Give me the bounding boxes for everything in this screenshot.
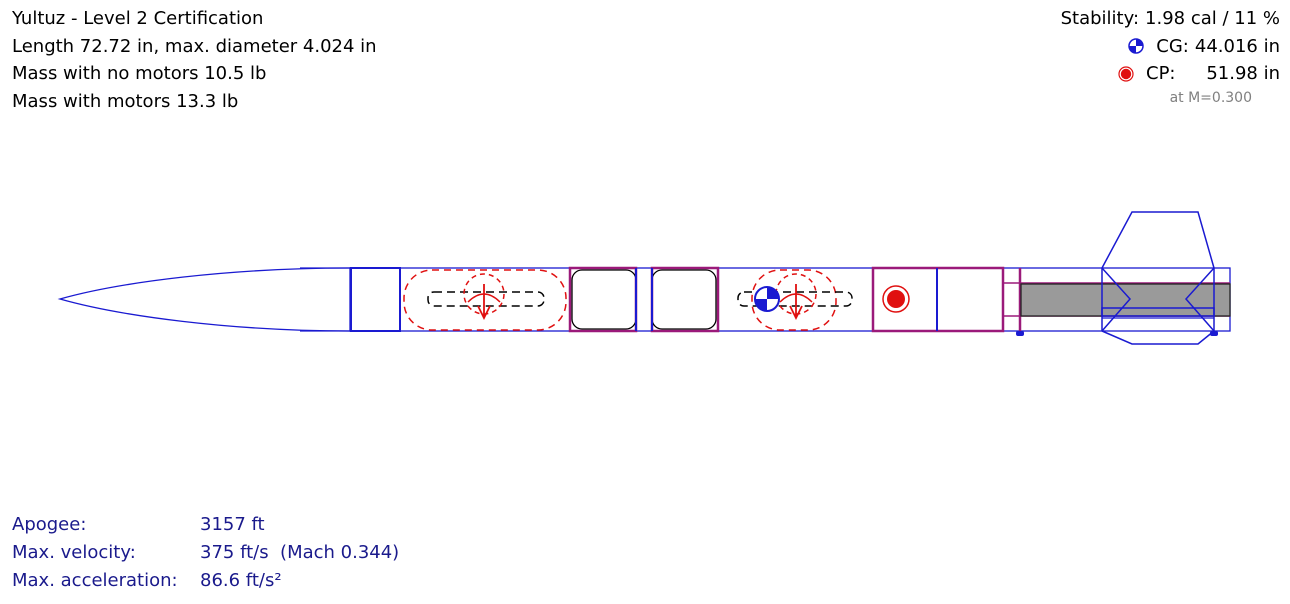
cg-value: 44.016 in xyxy=(1194,35,1280,57)
main-parachute-arrow xyxy=(477,284,491,321)
drogue-arrow xyxy=(789,284,803,321)
acceleration-row: Max. acceleration: 86.6 ft/s² xyxy=(12,567,399,595)
cg-marker xyxy=(754,286,780,312)
fin-bottom xyxy=(1101,330,1215,345)
drogue-arc xyxy=(779,293,813,303)
nose-coupler xyxy=(350,267,401,332)
acceleration-value: 86.6 ft/s² xyxy=(200,570,282,591)
design-info: Yultuz - Level 2 Certification Length 72… xyxy=(12,5,377,115)
velocity-value: 375 ft/s (Mach 0.344) xyxy=(200,542,400,563)
design-mass-no-motors: Mass with no motors 10.5 lb xyxy=(12,63,267,84)
cg-label: CG: xyxy=(1156,35,1189,57)
apogee-row: Apogee: 3157 ft xyxy=(12,511,399,539)
main-parachute-arc xyxy=(467,293,501,303)
cp-value: 51.98 in xyxy=(1206,63,1280,84)
main-parachute-bay xyxy=(403,269,567,331)
design-mass-with-motors: Mass with motors 13.3 lb xyxy=(12,90,239,112)
velocity-row: Max. velocity: 375 ft/s (Mach 0.344) xyxy=(12,539,399,567)
motor xyxy=(1020,283,1231,317)
rail-button-fwd xyxy=(1016,331,1024,336)
mach-note: at M=0.300 xyxy=(1169,89,1252,106)
stability-value: 1.98 cal / 11 % xyxy=(1145,8,1280,29)
cp-label: CP: xyxy=(1146,63,1176,84)
drogue-bay xyxy=(751,269,837,331)
design-length: Length 72.72 in, max. diameter 4.024 in xyxy=(12,35,377,57)
apogee-label: Apogee: xyxy=(12,514,87,535)
fin-side xyxy=(1101,267,1132,332)
main-shock-cord xyxy=(427,291,545,307)
fin-side-right xyxy=(1184,267,1215,332)
avbay-left xyxy=(571,269,637,330)
apogee-value: 3157 ft xyxy=(200,514,265,535)
cg-marker-icon xyxy=(1128,38,1145,54)
flight-info: Apogee: 3157 ft Max. velocity: 375 ft/s … xyxy=(12,511,399,595)
avbay-right xyxy=(650,266,720,333)
acceleration-label: Max. acceleration: xyxy=(12,570,178,591)
drogue-shock-cord xyxy=(737,291,853,307)
cg-row: CG: 44.016 in xyxy=(1061,33,1280,61)
cp-marker xyxy=(882,285,910,313)
fin-top xyxy=(1101,211,1215,269)
fin-tab xyxy=(1101,307,1215,317)
coupler-bulkhead-fwd xyxy=(568,266,638,333)
stability-info: Stability: 1.98 cal / 11 % CG: 44.016 in… xyxy=(1061,5,1280,108)
cp-row: CP: 51.98 in xyxy=(1061,60,1280,88)
cp-marker-icon xyxy=(1118,66,1134,82)
avbay-right-inner xyxy=(651,269,717,330)
rail-button-aft xyxy=(1210,331,1218,336)
stability-label: Stability: xyxy=(1060,8,1140,29)
nose-cone xyxy=(57,267,351,332)
design-title: Yultuz - Level 2 Certification xyxy=(12,8,264,29)
stability-row: Stability: 1.98 cal / 11 % xyxy=(1061,5,1280,33)
velocity-label: Max. velocity: xyxy=(12,542,136,563)
